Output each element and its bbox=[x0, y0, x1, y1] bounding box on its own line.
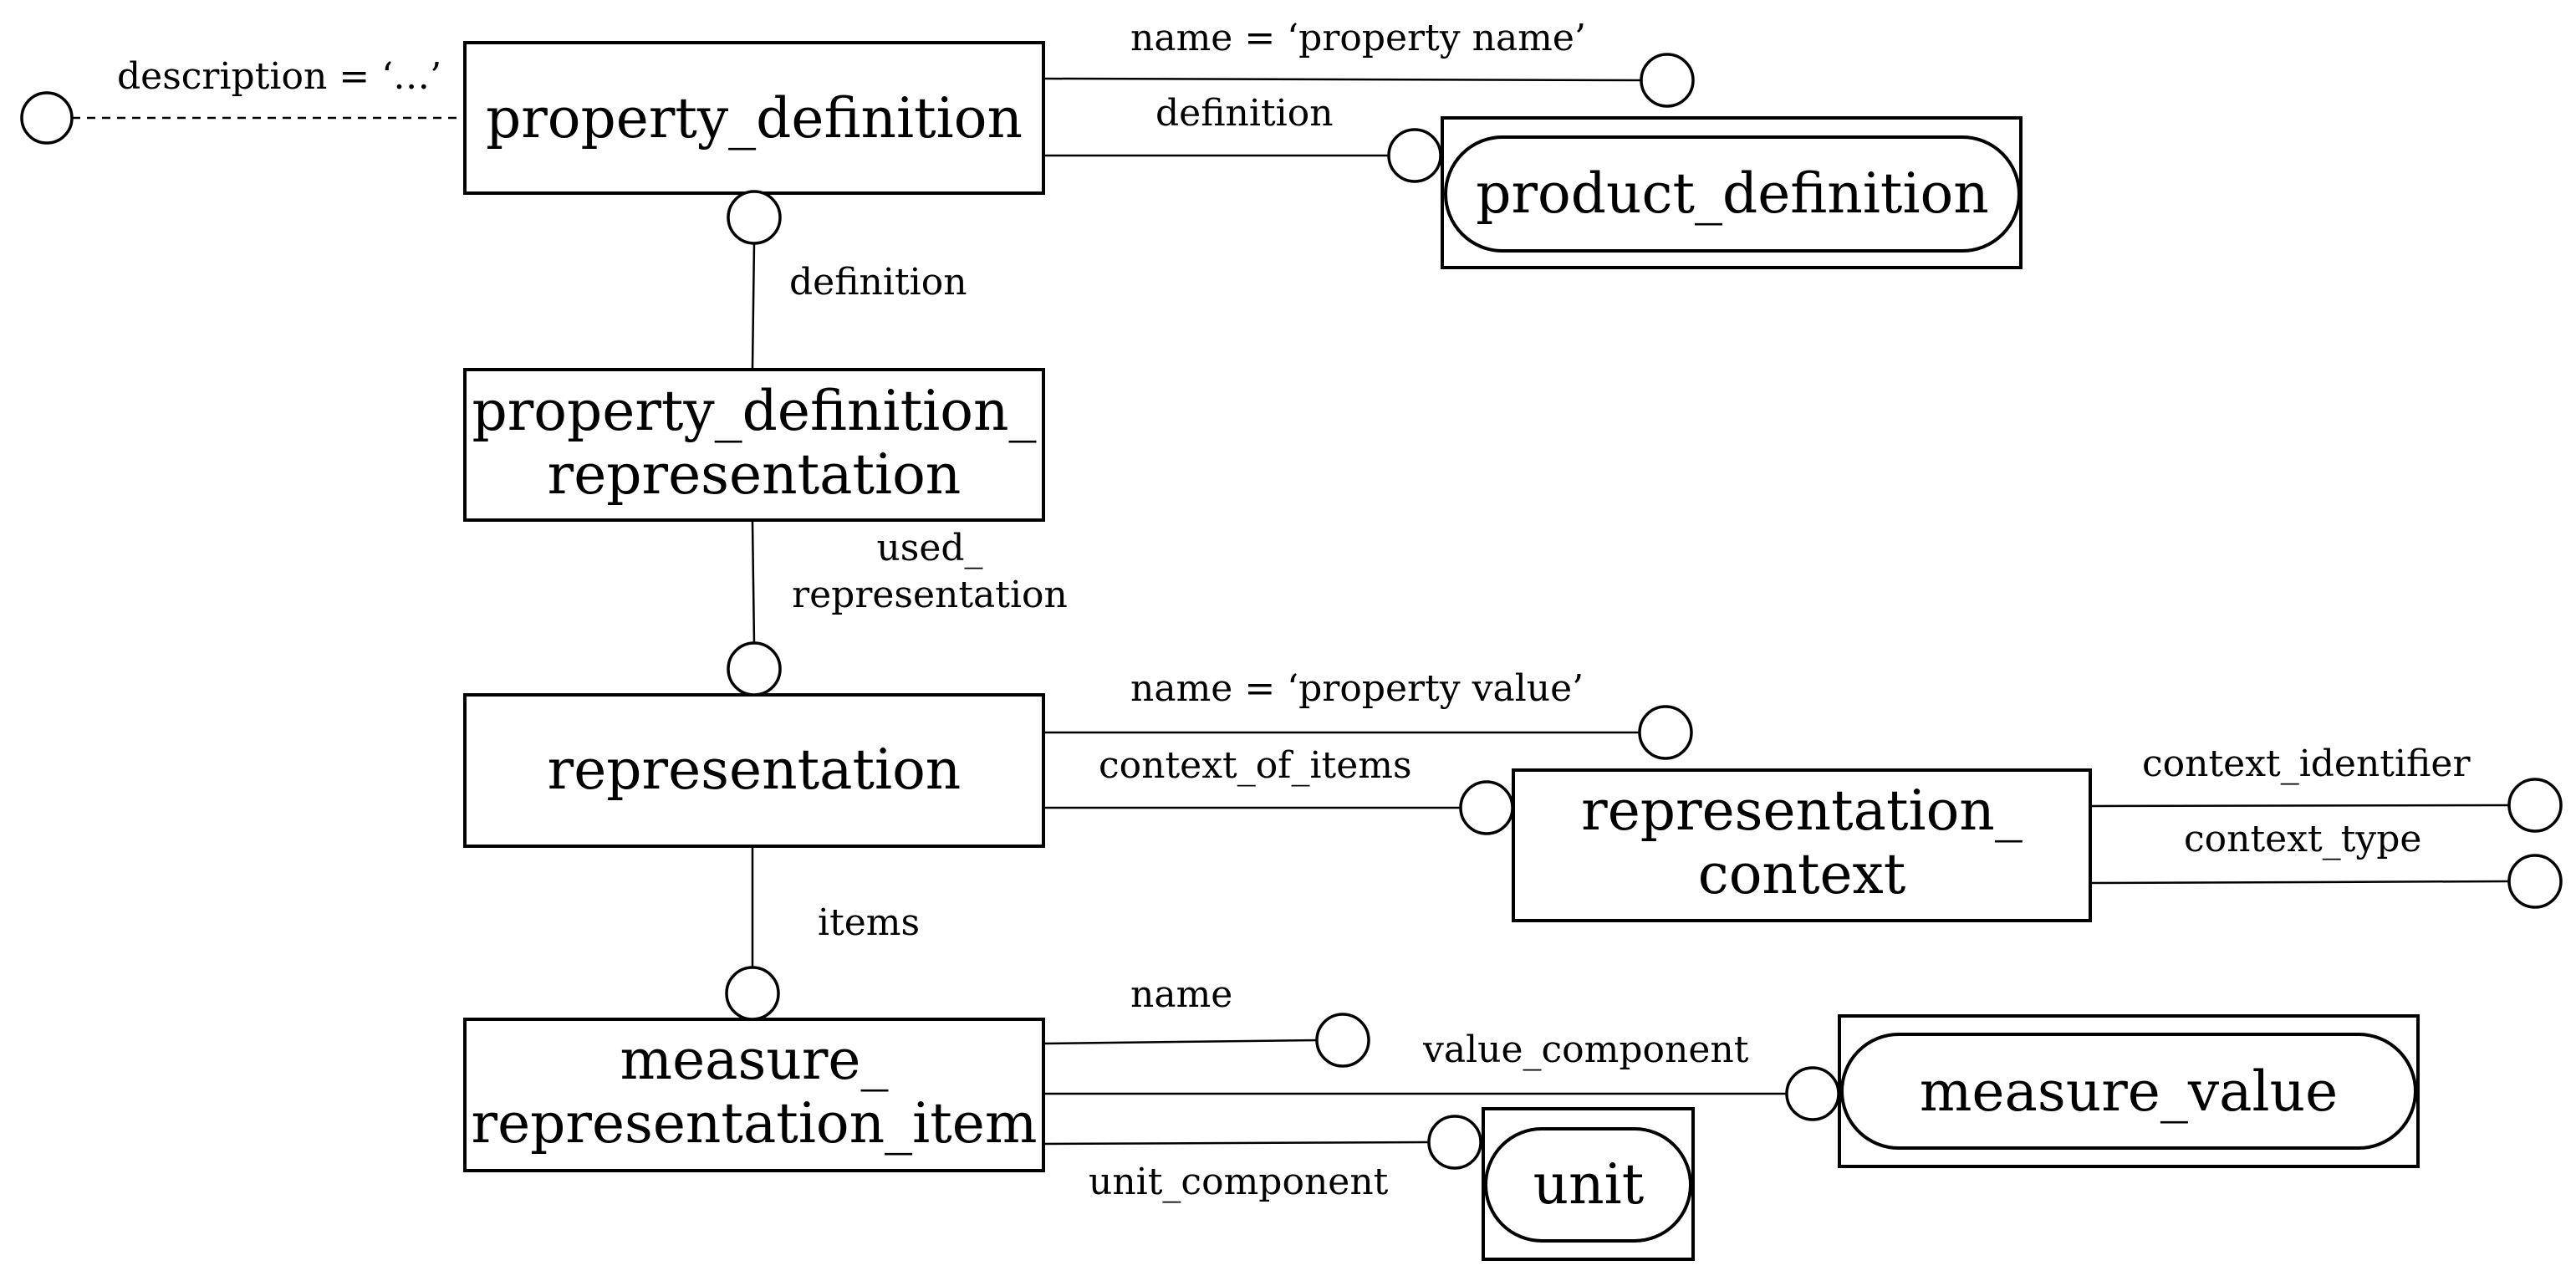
used-representation-attr-label-line1: used_ bbox=[876, 527, 982, 569]
representation-context-label-line1: representation_ bbox=[1581, 778, 2023, 843]
used-representation-attr-label-line2: representation bbox=[792, 574, 1068, 616]
context-identifier-attr-label: context_identifier bbox=[2142, 743, 2471, 785]
items-attr-label: items bbox=[818, 901, 920, 944]
unit-pill bbox=[1484, 1127, 1692, 1243]
unit-component-attr-label: unit_component bbox=[1089, 1161, 1389, 1203]
context-of-items-circle bbox=[1459, 780, 1514, 835]
product-definition-pill bbox=[1444, 135, 2021, 253]
unit-component-connector bbox=[1043, 1141, 1429, 1146]
representation-context-label-line2: context bbox=[1698, 842, 1906, 906]
description-end-circle bbox=[20, 91, 74, 145]
context-type-attr-label: context_type bbox=[2184, 818, 2421, 860]
property-definition-label: property_definition bbox=[486, 86, 1023, 151]
name-property-value-end-circle bbox=[1638, 705, 1693, 760]
definition-property-attr-label: definition bbox=[789, 261, 967, 304]
name-attr-label: name bbox=[1130, 973, 1232, 1016]
context-type-end-circle bbox=[2507, 854, 2563, 909]
context-of-items-attr-label: context_of_items bbox=[1099, 744, 1412, 787]
property-definition-representation-label-line1: property_definition_ bbox=[472, 379, 1036, 443]
name-property-name-connector bbox=[1043, 77, 1641, 82]
items-circle bbox=[725, 966, 780, 1021]
unit-component-circle bbox=[1427, 1115, 1482, 1170]
property-definition-box bbox=[463, 41, 1045, 195]
value-component-circle bbox=[1785, 1066, 1840, 1121]
unit-label: unit bbox=[1533, 1152, 1645, 1217]
definition-property-circle bbox=[727, 190, 782, 245]
definition-product-circle bbox=[1387, 128, 1442, 183]
representation-label: representation bbox=[548, 737, 962, 802]
measure-representation-item-label-line1: measure_ bbox=[620, 1028, 889, 1092]
measure-representation-item-label-line2: representation_item bbox=[472, 1091, 1038, 1156]
context-identifier-end-circle bbox=[2507, 778, 2563, 833]
name-property-value-attr-label: name = ‘property value’ bbox=[1130, 667, 1584, 710]
representation-context-box bbox=[1512, 768, 2092, 922]
measure-value-pill bbox=[1840, 1033, 2417, 1150]
name-end-circle bbox=[1315, 1013, 1370, 1068]
context-type-connector bbox=[2089, 880, 2509, 885]
used-representation-connector bbox=[751, 521, 756, 645]
name-property-name-end-circle bbox=[1640, 53, 1695, 108]
value-component-attr-label: value_component bbox=[1422, 1028, 1749, 1071]
property-definition-representation-label-line2: representation bbox=[548, 442, 962, 507]
context-identifier-connector bbox=[2089, 804, 2509, 808]
name-property-name-attr-label: name = ‘property name’ bbox=[1130, 17, 1586, 59]
measure-representation-item-box bbox=[463, 1018, 1045, 1172]
representation-box bbox=[463, 693, 1045, 848]
name-connector bbox=[1043, 1039, 1319, 1045]
product-definition-label: product_definition bbox=[1476, 161, 1989, 226]
property-definition-representation-box bbox=[463, 368, 1045, 522]
used-representation-circle bbox=[727, 641, 782, 697]
definition-product-attr-label: definition bbox=[1155, 92, 1334, 135]
definition-property-connector bbox=[751, 242, 756, 369]
measure-value-label: measure_value bbox=[1920, 1059, 2338, 1124]
description-attr-label: description = ‘…’ bbox=[117, 55, 441, 98]
